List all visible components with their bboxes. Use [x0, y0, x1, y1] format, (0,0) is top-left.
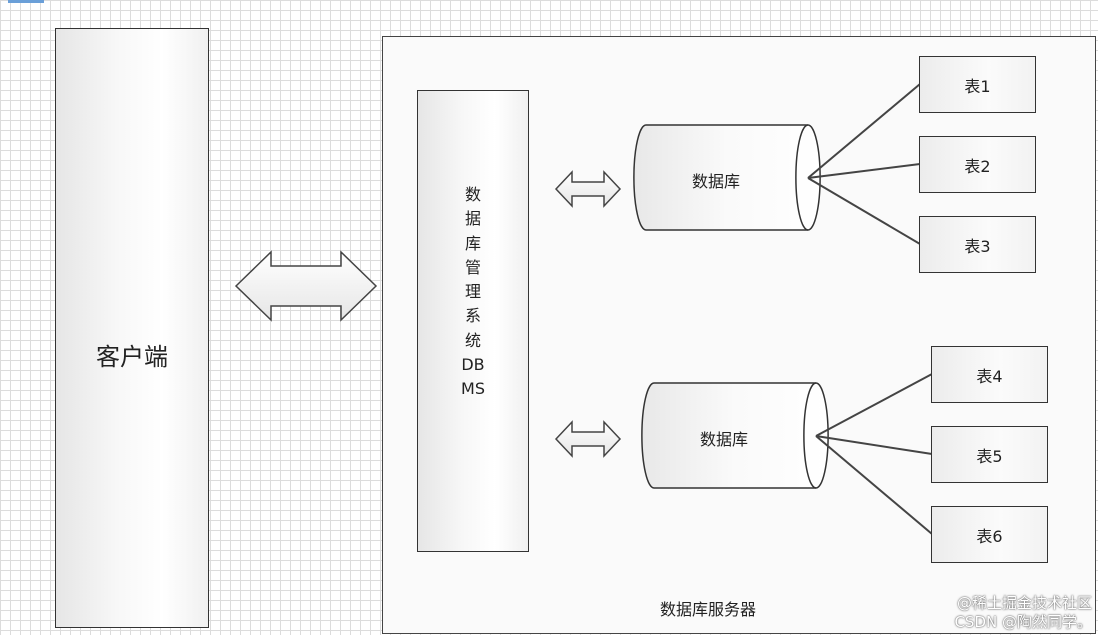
db1-table2-connector [807, 163, 921, 179]
table-4-box: 表4 [931, 346, 1048, 403]
table-2-box: 表2 [919, 136, 1036, 193]
table-6-label: 表6 [976, 526, 1003, 546]
db2-table4-connector [815, 373, 933, 437]
table-5-label: 表5 [976, 446, 1003, 466]
database-1-label: 数据库 [692, 172, 741, 191]
table-4-label: 表4 [976, 366, 1003, 386]
watermark: @稀土掘金技术社区 CSDN @陶然同学。 [922, 594, 1092, 632]
corner-mark [8, 0, 44, 3]
watermark-line-1: @稀土掘金技术社区 [956, 594, 1092, 612]
db2-table5-connector [815, 435, 933, 455]
database-2-cylinder [641, 382, 829, 489]
table-6-box: 表6 [931, 506, 1048, 563]
table-3-label: 表3 [964, 236, 991, 256]
dbms-db2-double-arrow [554, 420, 622, 458]
client-label: 客户端 [96, 343, 168, 371]
table-2-label: 表2 [964, 156, 991, 176]
table-1-label: 表1 [964, 76, 991, 96]
table-1-box: 表1 [919, 56, 1036, 113]
client-dbms-double-arrow [234, 250, 378, 322]
dbms-db1-double-arrow [554, 170, 622, 208]
db2-table6-connector [815, 435, 933, 535]
db1-table1-connector [807, 83, 921, 179]
database-2-label: 数据库 [700, 430, 749, 449]
dbms-box: 数 据 库 管 理 系 统 DB MS [417, 90, 529, 552]
watermark-line-2: CSDN @陶然同学。 [954, 613, 1092, 631]
client-box: 客户端 [55, 28, 209, 628]
table-5-box: 表5 [931, 426, 1048, 483]
db1-table3-connector [807, 177, 921, 245]
database-1-cylinder [633, 124, 821, 231]
table-3-box: 表3 [919, 216, 1036, 273]
database-server-label: 数据库服务器 [660, 600, 757, 619]
dbms-label: 数 据 库 管 理 系 统 DB MS [461, 185, 485, 399]
